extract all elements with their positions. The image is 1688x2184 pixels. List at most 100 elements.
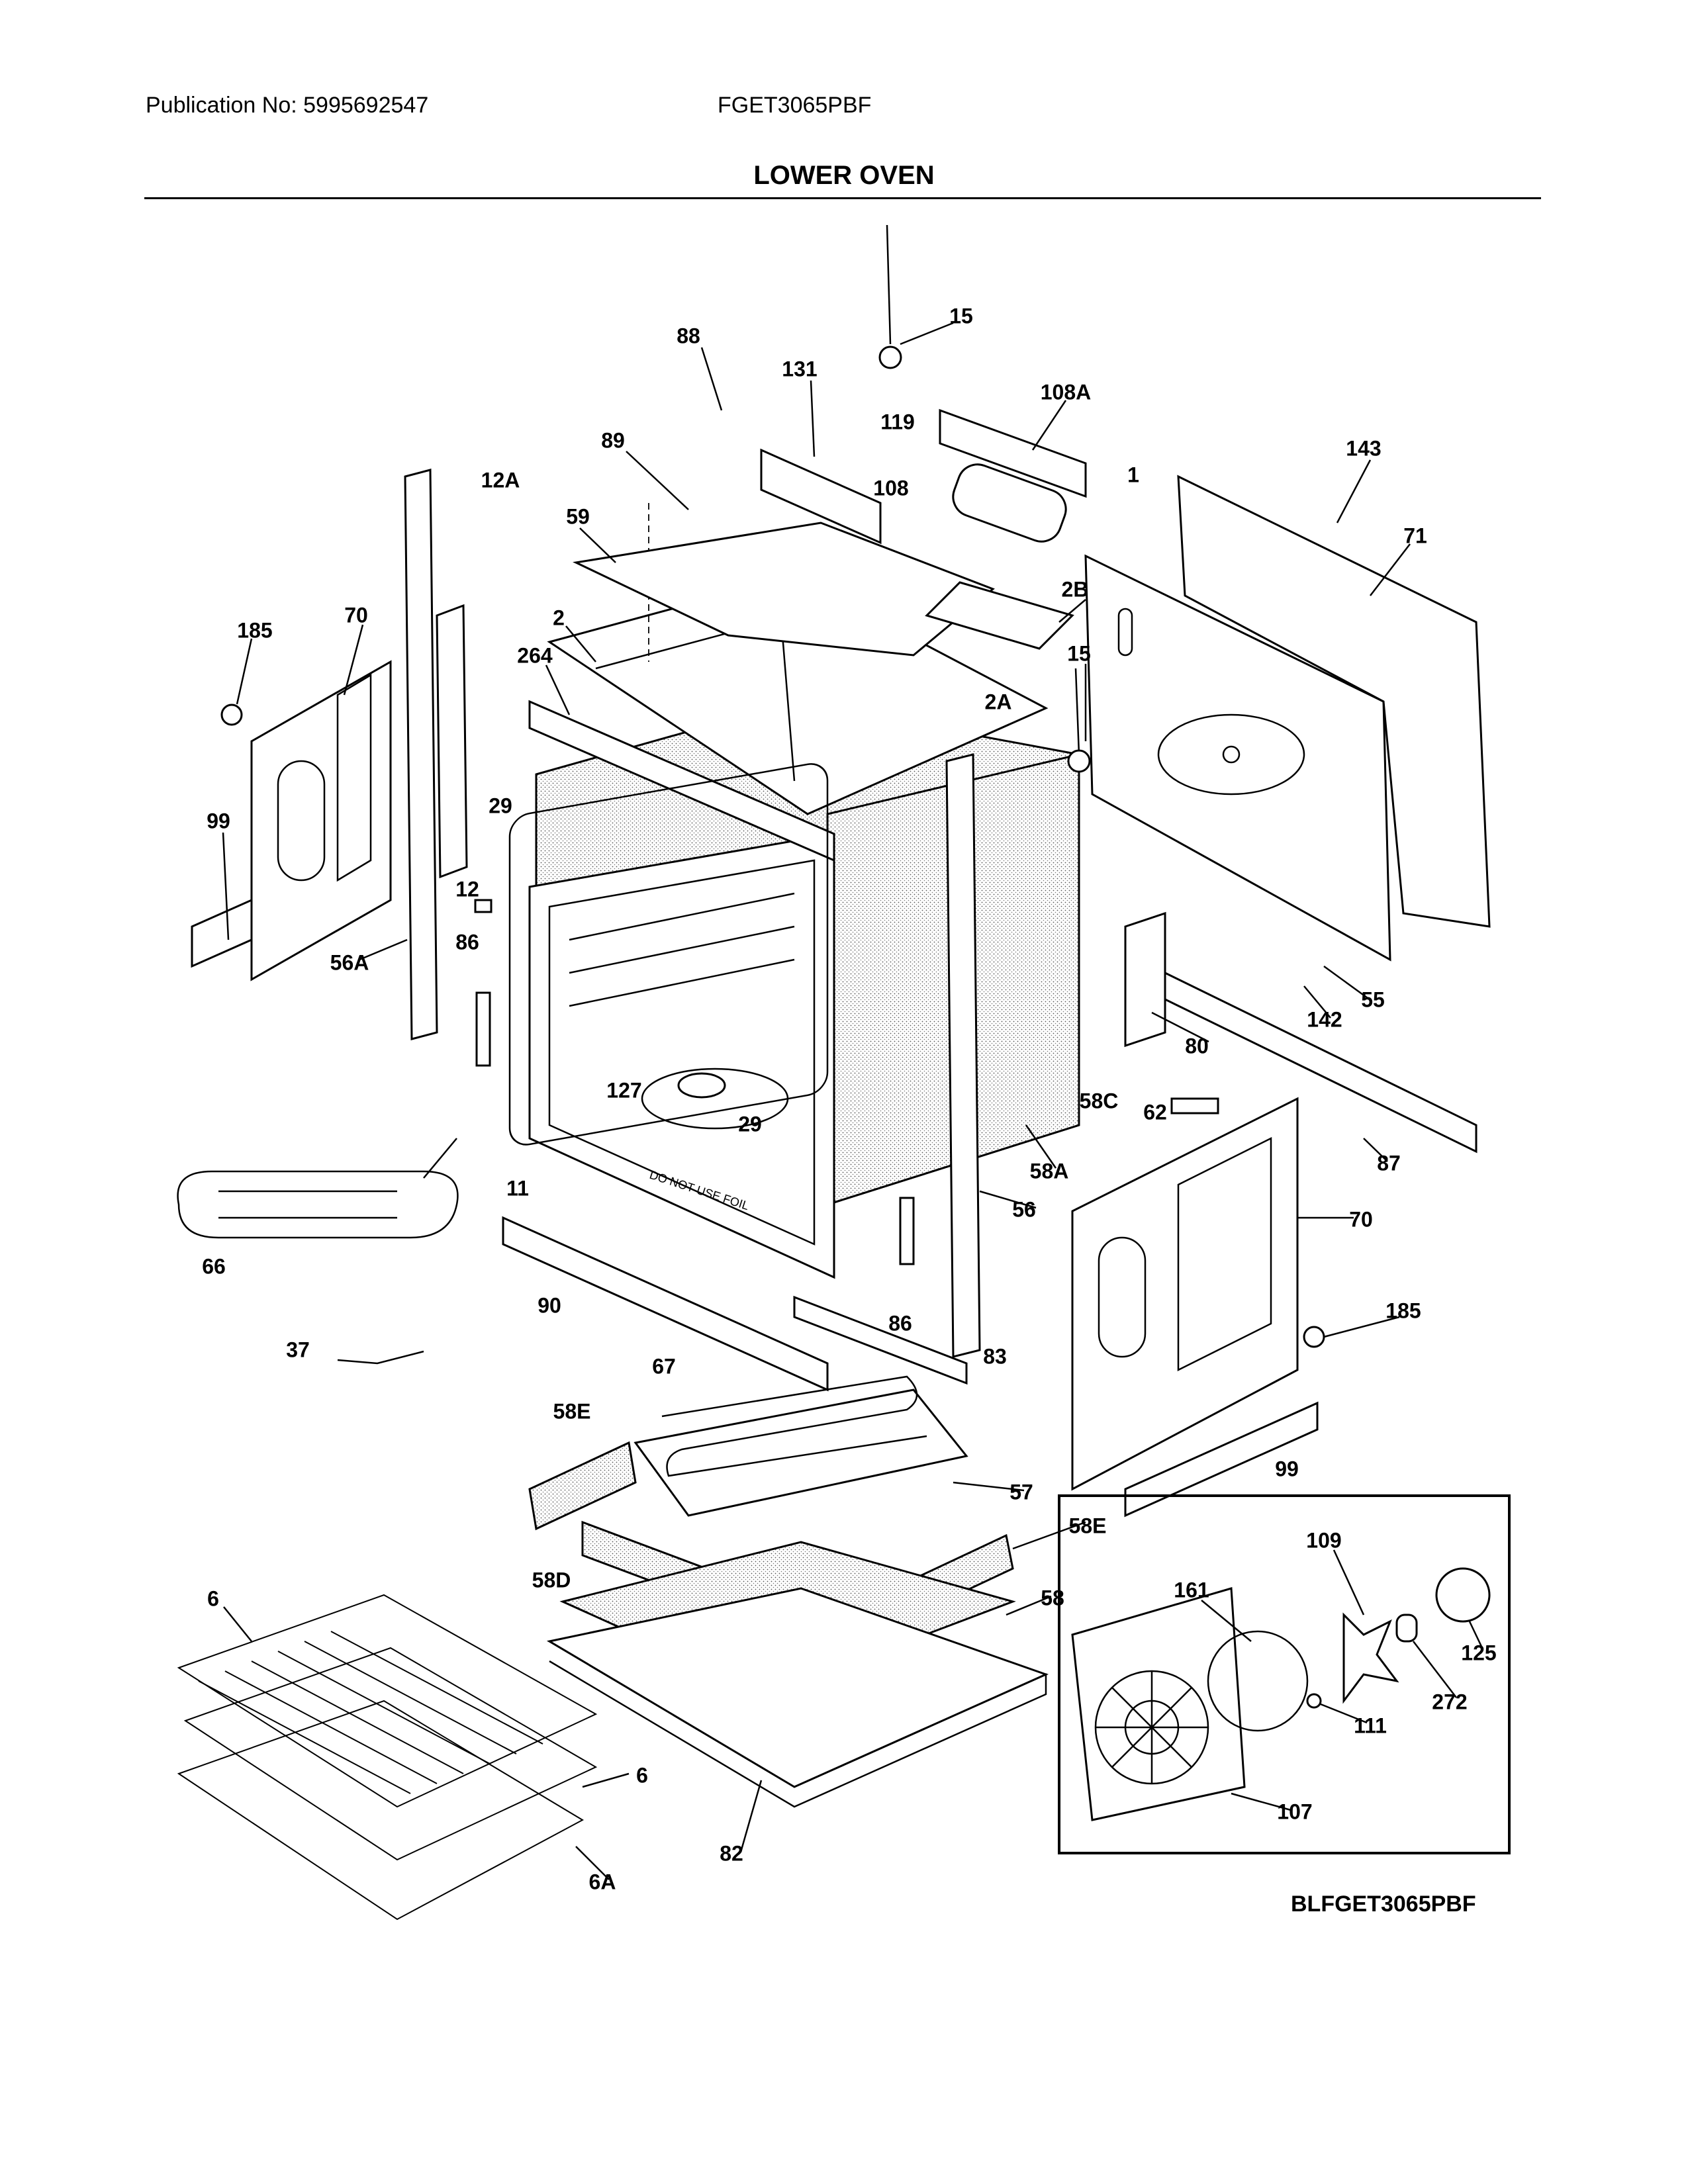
callout-80: 80 xyxy=(1185,1034,1209,1058)
callout-143: 143 xyxy=(1346,436,1381,460)
light-socket-left xyxy=(474,899,492,913)
right-trim-strip xyxy=(945,753,981,1358)
callout-57: 57 xyxy=(1009,1480,1033,1504)
callout-131: 131 xyxy=(782,357,817,381)
callout-6: 6 xyxy=(207,1586,219,1610)
oven-light-top xyxy=(878,345,902,369)
callout-66: 66 xyxy=(202,1254,226,1278)
callout-2a: 2A xyxy=(985,690,1012,713)
callout-labels: 15 88 131 108A 119 89 143 12A 1 108 59 71 2B 2 185 70 26… xyxy=(202,304,1496,1893)
callout-108: 108 xyxy=(873,476,908,500)
callout-125: 125 xyxy=(1461,1641,1496,1664)
callout-56a: 56A xyxy=(330,950,369,974)
terminal-block xyxy=(1170,1097,1219,1115)
callout-29: 29 xyxy=(489,794,512,817)
callout-71: 71 xyxy=(1403,523,1427,547)
right-side-panel xyxy=(1071,1097,1319,1518)
convection-motor-assembly xyxy=(760,408,1087,545)
callout-108a: 108A xyxy=(1041,380,1092,404)
callout-11: 11 xyxy=(506,1176,529,1200)
callout-111: 111 xyxy=(1354,1713,1387,1737)
callout-86: 86 xyxy=(888,1311,912,1335)
callout-6: 6 xyxy=(636,1763,648,1787)
door-gasket xyxy=(508,763,829,1146)
door-switch xyxy=(337,1350,424,1365)
diagram-code: BLFGET3065PBF xyxy=(1291,1891,1476,1917)
header-rule xyxy=(144,197,1541,199)
bottom-pan xyxy=(546,1587,1049,1808)
callout-29: 29 xyxy=(738,1112,762,1136)
left-rail xyxy=(436,604,468,879)
oven-racks xyxy=(177,1594,598,1921)
leader-lines xyxy=(222,322,1484,1880)
callout-99: 99 xyxy=(1275,1457,1299,1480)
callout-272: 272 xyxy=(1432,1690,1467,1713)
callout-2b: 2B xyxy=(1062,577,1089,601)
callout-99: 99 xyxy=(207,809,230,833)
callout-67: 67 xyxy=(652,1354,676,1378)
callout-62: 62 xyxy=(1143,1100,1167,1124)
callout-58a: 58A xyxy=(1030,1159,1069,1183)
callout-12: 12 xyxy=(455,877,479,901)
callout-6a: 6A xyxy=(589,1870,616,1893)
temp-sensor-right xyxy=(1074,668,1080,755)
callout-15: 15 xyxy=(949,304,973,328)
heat-shield xyxy=(573,522,1074,657)
callout-83: 83 xyxy=(983,1344,1007,1368)
callout-185: 185 xyxy=(237,618,272,642)
model-number: FGET3065PBF xyxy=(718,93,872,118)
publication-number: Publication No: 5995692547 xyxy=(146,93,429,118)
callout-55: 55 xyxy=(1361,987,1385,1011)
rear-panel xyxy=(1084,554,1391,962)
insulation-pad-left xyxy=(528,1441,637,1531)
callout-70: 70 xyxy=(344,603,368,627)
callout-86: 86 xyxy=(455,930,479,954)
temp-sensor-probe xyxy=(886,224,892,345)
callout-264: 264 xyxy=(517,643,553,667)
callout-88: 88 xyxy=(677,324,700,347)
callout-107: 107 xyxy=(1277,1799,1312,1823)
callout-90: 90 xyxy=(538,1293,561,1317)
callout-82: 82 xyxy=(720,1841,743,1865)
bake-element xyxy=(633,1375,968,1517)
callout-12a: 12A xyxy=(481,468,520,492)
hinge-receiver-right xyxy=(899,1197,915,1265)
diagram-title: LOWER OVEN xyxy=(753,161,935,190)
callout-127: 127 xyxy=(606,1078,641,1102)
oven-body: DO NOT USE FOIL xyxy=(528,700,1080,1279)
callout-58d: 58D xyxy=(532,1568,571,1592)
callout-142: 142 xyxy=(1307,1007,1342,1031)
left-trim-strip xyxy=(404,469,438,1040)
callout-89: 89 xyxy=(601,428,625,452)
hinge-receiver xyxy=(475,991,491,1067)
callout-119: 119 xyxy=(880,410,915,433)
callout-161: 161 xyxy=(1174,1578,1209,1602)
callout-1: 1 xyxy=(1127,463,1139,486)
callout-185: 185 xyxy=(1385,1298,1421,1322)
hinge-bracket xyxy=(1124,911,1166,1048)
leveling-leg-left xyxy=(220,704,243,726)
leveling-leg-right xyxy=(1303,1326,1325,1348)
callout-58c: 58C xyxy=(1080,1089,1119,1113)
bake-element-bracket xyxy=(793,1295,968,1385)
callout-59: 59 xyxy=(566,504,590,528)
broil-element xyxy=(177,1138,459,1239)
callout-58e: 58E xyxy=(1069,1514,1107,1537)
callout-58: 58 xyxy=(1041,1586,1064,1610)
callout-56: 56 xyxy=(1012,1197,1036,1221)
rear-bracket xyxy=(1164,971,1477,1154)
back-wrapper xyxy=(1177,475,1491,928)
oven-light-right xyxy=(1067,749,1091,773)
callout-87: 87 xyxy=(1377,1151,1401,1175)
callout-2: 2 xyxy=(553,606,565,629)
callout-58e: 58E xyxy=(553,1399,591,1423)
callout-15: 15 xyxy=(1067,641,1091,665)
callout-109: 109 xyxy=(1306,1528,1341,1552)
front-trim-lower xyxy=(502,1216,829,1392)
convection-inset xyxy=(1058,1494,1511,1854)
callout-37: 37 xyxy=(286,1338,310,1361)
callout-70: 70 xyxy=(1349,1207,1373,1231)
left-side-panel xyxy=(191,660,392,981)
vent-trim xyxy=(528,700,835,862)
